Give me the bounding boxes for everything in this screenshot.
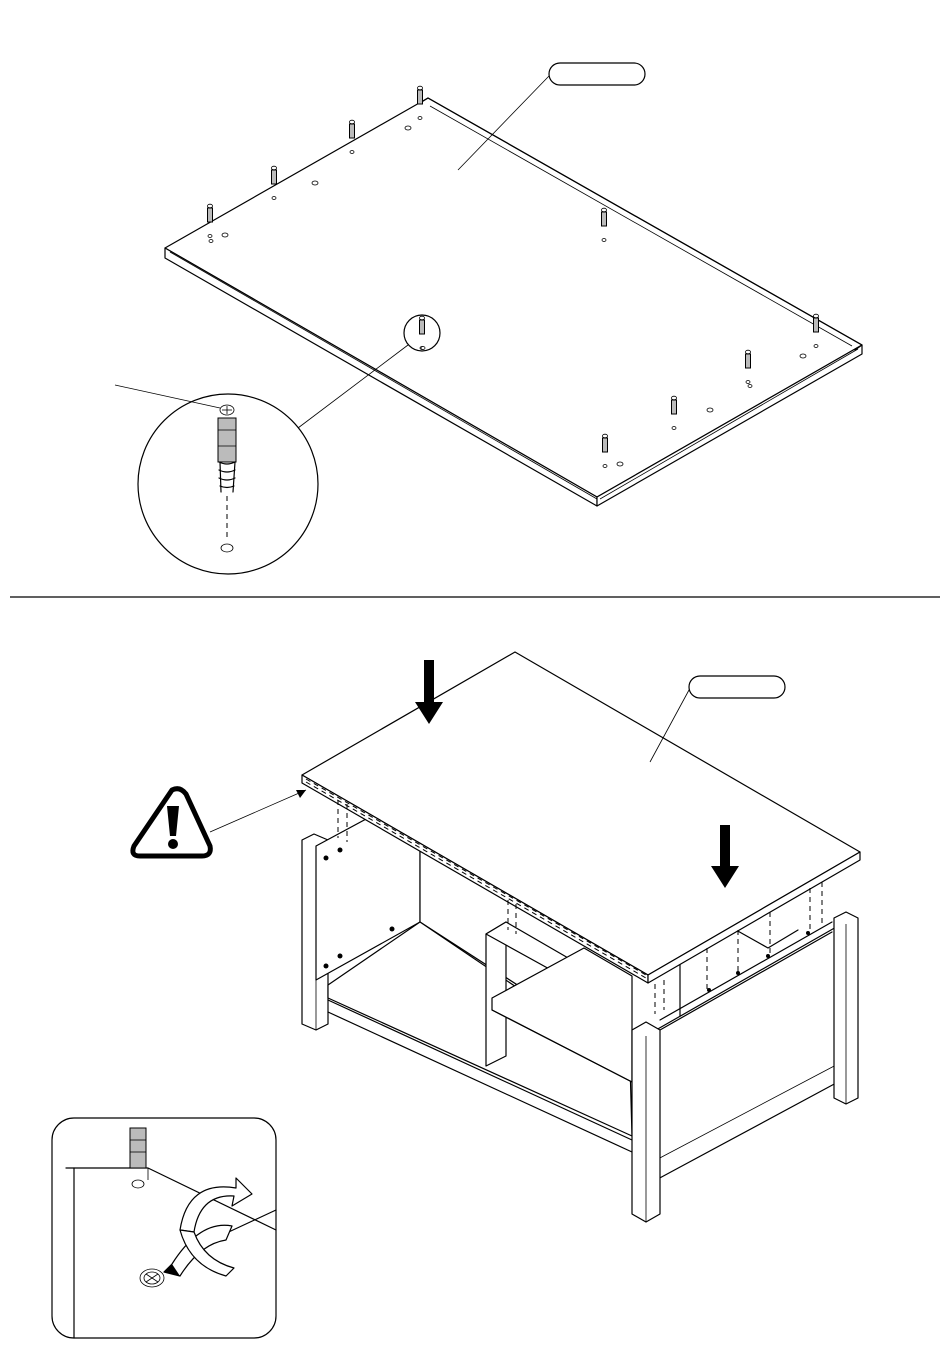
screwdriver-detail-box (52, 1118, 276, 1338)
pin-detail-magnified (115, 385, 318, 574)
warning-triangle-icon (133, 789, 306, 856)
step-a-panel (165, 98, 862, 506)
cam-lock-icon (140, 1269, 164, 1287)
